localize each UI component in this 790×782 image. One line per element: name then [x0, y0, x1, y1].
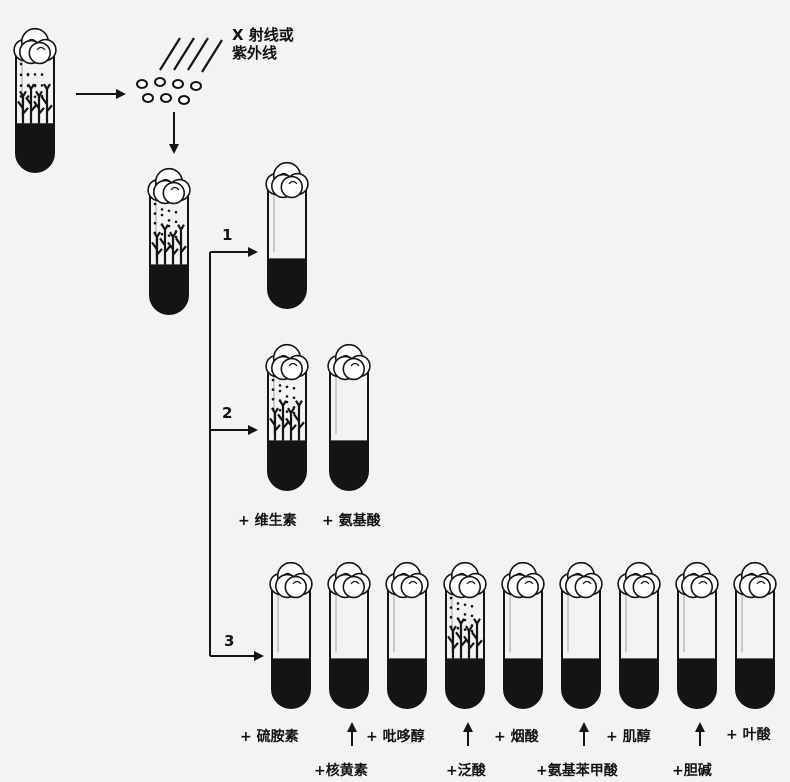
step-number-3: 3: [224, 632, 234, 650]
cotton-plug: [502, 563, 544, 598]
cotton-plug: [444, 563, 486, 598]
cotton-plug: [618, 563, 660, 598]
label-amino-acids: + 氨基酸: [322, 510, 381, 530]
test-tube-original-culture: [14, 29, 56, 172]
label-pyridoxine: + 吡哆醇: [366, 726, 425, 746]
cotton-plug: [328, 345, 370, 380]
mycelium-growth: [18, 63, 52, 123]
test-tube-folic-acid: [734, 563, 776, 708]
label-aminobenzoic-acid: +氨基苯甲酸: [536, 760, 618, 780]
test-tube-branch2-amino-acids: [328, 345, 370, 490]
test-tube-aminobenzoic-acid: [560, 563, 602, 708]
cotton-plug: [676, 563, 718, 598]
label-inositol: + 肌醇: [606, 726, 651, 746]
cotton-plug: [266, 345, 308, 380]
label-nicotinic-acid: + 烟酸: [494, 726, 539, 746]
step-number-1: 1: [222, 226, 232, 244]
cotton-plug: [386, 563, 428, 598]
label-riboflavin: +核黄素: [314, 760, 368, 780]
test-tube-choline: [676, 563, 718, 708]
cotton-plug: [328, 563, 370, 598]
label-thiamine: + 硫胺素: [240, 726, 299, 746]
test-tube-pyridoxine: [386, 563, 428, 708]
test-tube-thiamine: [270, 563, 312, 708]
test-tube-pantothenic-acid: [444, 563, 486, 708]
label-vitamins: + 维生素: [238, 510, 297, 530]
radiation-rays-icon: [160, 38, 222, 72]
cotton-plug: [148, 169, 190, 204]
radiation-label-line2: 紫外线: [232, 42, 277, 63]
cotton-plug: [270, 563, 312, 598]
test-tube-branch2-vitamins: [266, 345, 308, 490]
cotton-plug: [266, 163, 308, 198]
test-tube-branch1-minimal: [266, 163, 308, 308]
mycelium-growth: [270, 379, 304, 441]
test-tube-irradiated-culture: [148, 169, 190, 314]
test-tube-riboflavin: [328, 563, 370, 708]
label-pantothenic-acid: +泛酸: [446, 760, 486, 780]
cotton-plug: [734, 563, 776, 598]
spores-icon: [137, 78, 201, 104]
test-tube-inositol: [618, 563, 660, 708]
cotton-plug: [560, 563, 602, 598]
cotton-plug: [14, 29, 56, 64]
label-choline: +胆碱: [672, 760, 712, 780]
test-tubes: [14, 29, 776, 708]
mycelium-growth: [152, 203, 186, 265]
step-number-2: 2: [222, 404, 232, 422]
label-folic-acid: + 叶酸: [726, 724, 771, 744]
mycelium-growth: [448, 597, 482, 659]
test-tube-nicotinic-acid: [502, 563, 544, 708]
